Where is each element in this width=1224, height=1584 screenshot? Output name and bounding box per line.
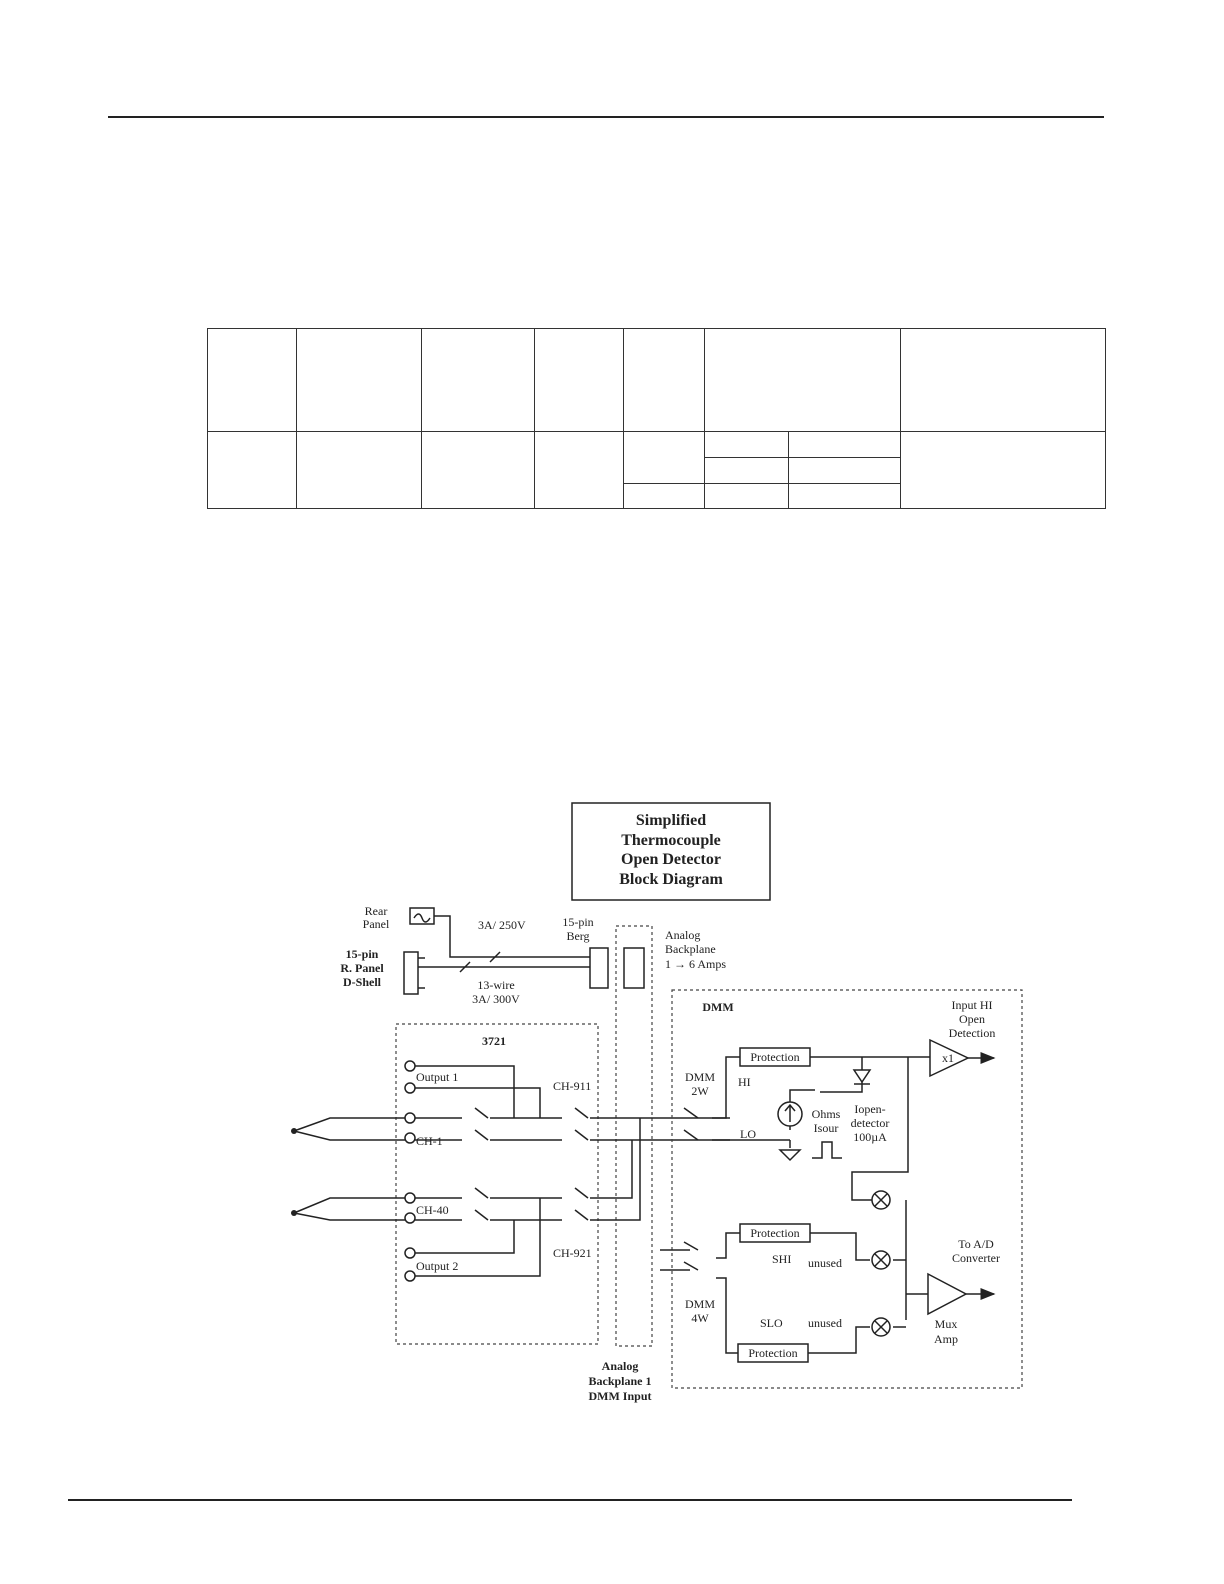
- title-line: Block Diagram: [619, 871, 723, 888]
- output2-label: Output 2: [416, 1259, 458, 1273]
- fuse-icon: [409, 907, 435, 925]
- title-box: [571, 802, 771, 901]
- thermocouple-ch1: [293, 1117, 405, 1141]
- ground-icon: [778, 1149, 802, 1162]
- backplane-bottom-label: DMM Input: [588, 1389, 651, 1403]
- lo-label: LO: [740, 1127, 756, 1141]
- table-cell: [788, 431, 901, 458]
- fuse-wire: [434, 915, 590, 958]
- dshell-label: D-Shell: [343, 975, 382, 989]
- protection-label: Protection: [750, 1226, 799, 1240]
- table-cell: [788, 483, 901, 509]
- berg-label: 15-pin: [562, 915, 593, 929]
- title-line: Simplified: [636, 812, 706, 829]
- rear-panel-label: Rear: [365, 904, 388, 918]
- slo-label: SLO: [760, 1316, 783, 1330]
- table-cell: [788, 457, 901, 484]
- iopen-label: detector: [851, 1116, 890, 1130]
- unused-label: unused: [808, 1256, 842, 1270]
- spec-table: [207, 328, 1106, 509]
- hi-label: HI: [738, 1075, 751, 1089]
- ohms-label: Isour: [814, 1121, 839, 1135]
- backplane-bottom-label: Backplane 1: [588, 1374, 651, 1388]
- dmm2w-label: 2W: [691, 1084, 709, 1098]
- card-3721: [395, 1023, 599, 1345]
- table-row: [207, 431, 1106, 509]
- backplane-bottom-label: Analog: [602, 1359, 639, 1373]
- backplane-top-label: 1 → 6 Amps: [665, 957, 726, 971]
- title-line: Thermocouple: [621, 832, 721, 849]
- table-cell: [623, 328, 705, 432]
- table-cell: [623, 483, 705, 509]
- table-cell: [534, 328, 624, 432]
- ch40-label: CH-40: [416, 1203, 449, 1217]
- rear-panel-label: Panel: [363, 917, 390, 931]
- terminal-icons: [404, 1060, 416, 1282]
- input-hi-label: Open: [959, 1012, 985, 1026]
- table-cell: [534, 431, 624, 509]
- shi-label: SHI: [772, 1252, 791, 1266]
- table-cell: [900, 328, 1106, 432]
- mux-label: Amp: [934, 1332, 958, 1346]
- table-cell: [296, 431, 422, 509]
- dmm4w-label: 4W: [691, 1311, 709, 1325]
- table-cell: [900, 431, 1106, 509]
- mux-switch-icons: [871, 1190, 891, 1337]
- title-line: Open Detector: [621, 851, 721, 868]
- protection-label: Protection: [750, 1050, 799, 1064]
- fuse-symbol: [413, 913, 431, 923]
- to-ad-label: To A/D: [958, 1237, 994, 1251]
- ch921-label: CH-921: [553, 1246, 592, 1260]
- ch911-label: CH-911: [553, 1079, 591, 1093]
- table-cell: [623, 431, 705, 484]
- thermocouple-ch40: [293, 1197, 405, 1221]
- to-ad-label: Converter: [952, 1251, 1000, 1265]
- table-cell: [421, 431, 535, 509]
- berg-connector-icon: [589, 947, 609, 989]
- ohms-label: Ohms: [812, 1107, 841, 1121]
- backplane-connector-icon: [623, 947, 645, 989]
- fuse-rating: 3A/ 250V: [478, 918, 526, 932]
- table-row: [208, 457, 1106, 484]
- pulse-icon: [812, 1141, 842, 1159]
- table-cell: [704, 483, 789, 509]
- mux-label: Mux: [935, 1317, 958, 1331]
- diode-icon: [852, 1069, 872, 1084]
- table-cell: [207, 431, 297, 509]
- dmm4w-label: DMM: [685, 1297, 715, 1311]
- mux-amp-icon: [927, 1272, 968, 1316]
- input-hi-label: Input HI: [952, 998, 993, 1012]
- dmm-relay-icons: [683, 1107, 699, 1271]
- dmm2w-label: DMM: [685, 1070, 715, 1084]
- channel-wiring: [415, 1065, 730, 1277]
- x1-label: x1: [942, 1051, 954, 1065]
- input-hi-label: Detection: [949, 1026, 996, 1040]
- top-rule: [108, 116, 1104, 118]
- buffer-amp-icon: [929, 1038, 970, 1078]
- wire-rating: 3A/ 300V: [472, 992, 520, 1006]
- dshell-connector-icon: [403, 951, 419, 995]
- berg-label: Berg: [566, 929, 589, 943]
- bottom-rule: [68, 1499, 1072, 1501]
- dshell-label: R. Panel: [340, 961, 384, 975]
- card-label: 3721: [482, 1034, 506, 1048]
- ch1-label: CH-1: [416, 1134, 443, 1148]
- unused-label: unused: [808, 1316, 842, 1330]
- dmm-label: DMM: [702, 1000, 733, 1014]
- backplane-top-label: Backplane: [665, 942, 716, 956]
- backplane-top-label: Analog: [665, 928, 700, 942]
- output1-label: Output 1: [416, 1070, 458, 1084]
- protection-label: Protection: [748, 1346, 797, 1360]
- analog-backplane: [615, 925, 653, 1347]
- wire-rating: 13-wire: [477, 978, 514, 992]
- dmm-block: [671, 989, 1023, 1389]
- dshell-label: 15-pin: [346, 947, 379, 961]
- table-header-row: [207, 328, 1106, 432]
- table-row: [208, 483, 1106, 509]
- iopen-label: 100µA: [853, 1130, 887, 1144]
- iopen-label: Iopen-: [854, 1102, 885, 1116]
